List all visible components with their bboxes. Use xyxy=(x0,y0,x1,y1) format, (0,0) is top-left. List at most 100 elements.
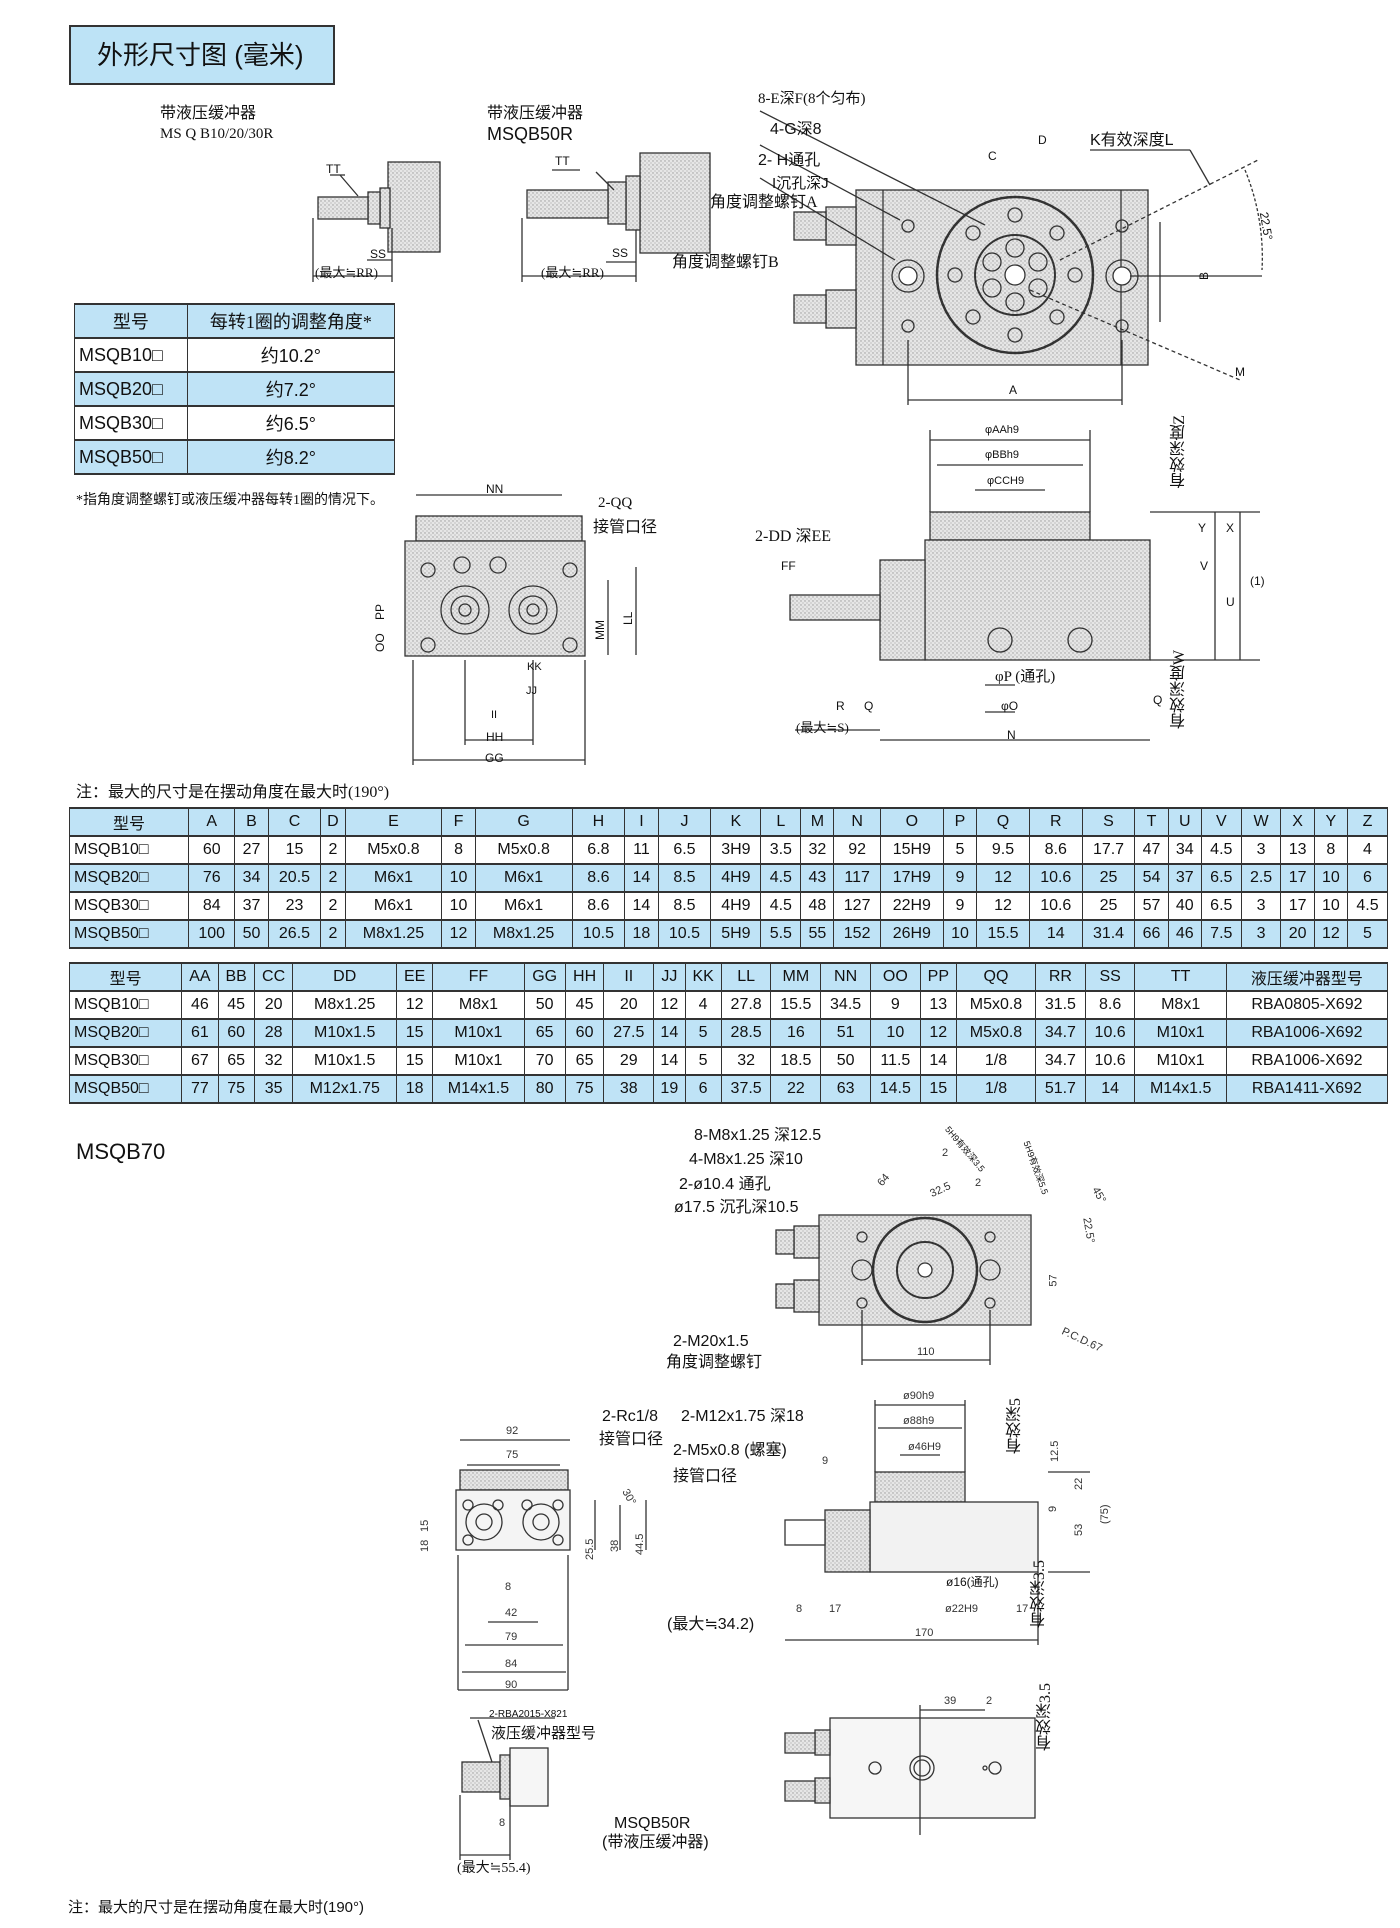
label-170: 170 xyxy=(915,1627,934,1639)
value-cell: 20 xyxy=(603,991,655,1019)
label-port: 接管口径 xyxy=(599,1431,664,1448)
label-mm: MM xyxy=(593,620,607,640)
label-39: 39 xyxy=(944,1695,957,1707)
column-header: T xyxy=(1134,808,1169,836)
column-header: M xyxy=(800,808,835,836)
table-row: MSQB10□约10.2° xyxy=(74,338,396,372)
value-cell: M10x1 xyxy=(1134,1019,1227,1047)
label-kk: KK xyxy=(527,661,542,673)
value-cell: 11 xyxy=(624,836,659,864)
column-header: Z xyxy=(1346,808,1389,836)
label-q1: Q xyxy=(864,699,874,713)
label-p: φP (通孔) xyxy=(995,669,1056,685)
label-2b: 2 xyxy=(975,1177,982,1189)
value-cell: 46 xyxy=(1167,920,1202,948)
label-c: C xyxy=(988,149,997,163)
value-cell: 55 xyxy=(800,920,835,948)
value-cell: 31.5 xyxy=(1035,991,1086,1019)
value-cell: RBA1006-X692 xyxy=(1225,1019,1389,1047)
label-buffer: 液压缓冲器型号 xyxy=(491,1726,597,1742)
msqb70-buffer-drawing xyxy=(459,1717,555,1860)
label-9b: 9 xyxy=(822,1455,829,1467)
value-cell: 45 xyxy=(564,991,605,1019)
column-header: X xyxy=(1280,808,1315,836)
column-header: JJ xyxy=(653,963,686,991)
label-buffer-model: 2-RBA2015-X821 xyxy=(489,1709,568,1720)
label-79: 79 xyxy=(505,1631,518,1643)
column-header: QQ xyxy=(955,963,1037,991)
column-header: KK xyxy=(684,963,722,991)
value-cell: 14 xyxy=(624,864,659,892)
value-cell: M10x1.5 xyxy=(292,1019,398,1047)
value-cell: 2 xyxy=(320,920,346,948)
value-cell: M10x1 xyxy=(432,1047,525,1075)
column-header: EE xyxy=(396,963,434,991)
value-cell: M6x1 xyxy=(344,864,443,892)
column-header: D xyxy=(320,808,346,836)
column-header: L xyxy=(760,808,802,836)
value-cell: 14 xyxy=(1028,920,1083,948)
label-depth5: 有效深5 xyxy=(1007,1398,1024,1454)
column-header: 型号 xyxy=(68,963,183,991)
label-rc: 2-Rc1/8 xyxy=(602,1408,659,1425)
value-cell: 11.5 xyxy=(869,1047,921,1075)
buffer-small-drawing xyxy=(312,161,441,282)
value-cell: 40 xyxy=(1167,892,1202,920)
value-cell: 34.7 xyxy=(1035,1019,1086,1047)
label-22h9: ø22H9 xyxy=(945,1603,979,1615)
column-header: V xyxy=(1200,808,1242,836)
label-u: U xyxy=(1226,595,1235,609)
value-cell: 12 xyxy=(396,991,434,1019)
top-view-drawing xyxy=(759,110,1263,405)
column-header: LL xyxy=(720,963,772,991)
label-depth: 有效深3.5 xyxy=(1037,1683,1054,1751)
value-cell: 3 xyxy=(1240,920,1282,948)
column-header: J xyxy=(657,808,712,836)
column-header: O xyxy=(879,808,944,836)
table-row: MSQB50□约8.2° xyxy=(74,440,396,474)
column-header: SS xyxy=(1084,963,1136,991)
model-cell: MSQB50□ xyxy=(68,920,190,948)
value-cell: 8.6 xyxy=(571,892,626,920)
value-cell: 12 xyxy=(441,920,476,948)
value-cell: 47 xyxy=(1134,836,1169,864)
value-cell: 65 xyxy=(523,1019,566,1047)
label-nn: NN xyxy=(486,482,504,496)
column-header: E xyxy=(344,808,443,836)
label-oo: OO xyxy=(373,633,387,652)
value-cell: 19 xyxy=(653,1075,686,1103)
msqb70-top-view-drawing xyxy=(775,1214,1032,1365)
value-cell: 20 xyxy=(253,991,294,1019)
label-l4: ø17.5 沉孔深10.5 xyxy=(674,1199,799,1216)
adjust-angle-table: 型号 每转1圈的调整角度* MSQB10□约10.2° MSQB20□约7.2°… xyxy=(74,303,396,475)
value-cell: 4.5 xyxy=(760,864,802,892)
column-header: H xyxy=(571,808,626,836)
value-cell: 4.5 xyxy=(760,892,802,920)
model-cell: MSQB50□ xyxy=(68,1075,183,1103)
model-cell: MSQB30□ xyxy=(68,1047,183,1075)
column-header: U xyxy=(1167,808,1202,836)
value-cell: 15H9 xyxy=(879,836,944,864)
value-cell: 8 xyxy=(441,836,476,864)
column-header: PP xyxy=(919,963,957,991)
model-cell: MSQB50□ xyxy=(74,440,188,474)
value-cell: 50 xyxy=(523,991,566,1019)
buffer-50-model: MSQB50R xyxy=(487,124,574,144)
value-cell: 10 xyxy=(942,920,978,948)
label-aa: φAAh9 xyxy=(985,424,1020,436)
label-i: I沉孔深J xyxy=(772,175,829,192)
msqb70-side-view-drawing xyxy=(455,1439,647,1691)
value-cell: 18 xyxy=(396,1075,434,1103)
column-header: 型号 xyxy=(68,808,190,836)
value-cell: 2 xyxy=(320,864,346,892)
value-cell: 14 xyxy=(653,1047,686,1075)
angle-table-footnote: *指角度调整螺钉或液压缓冲器每转1圈的情况下。 xyxy=(76,493,384,508)
value-cell: 117 xyxy=(833,864,881,892)
label-53: 53 xyxy=(1073,1523,1085,1536)
section-view-drawing xyxy=(789,430,1260,741)
value-cell: 8.5 xyxy=(657,864,712,892)
column-header: Y xyxy=(1313,808,1348,836)
label-15: 15 xyxy=(419,1519,431,1532)
